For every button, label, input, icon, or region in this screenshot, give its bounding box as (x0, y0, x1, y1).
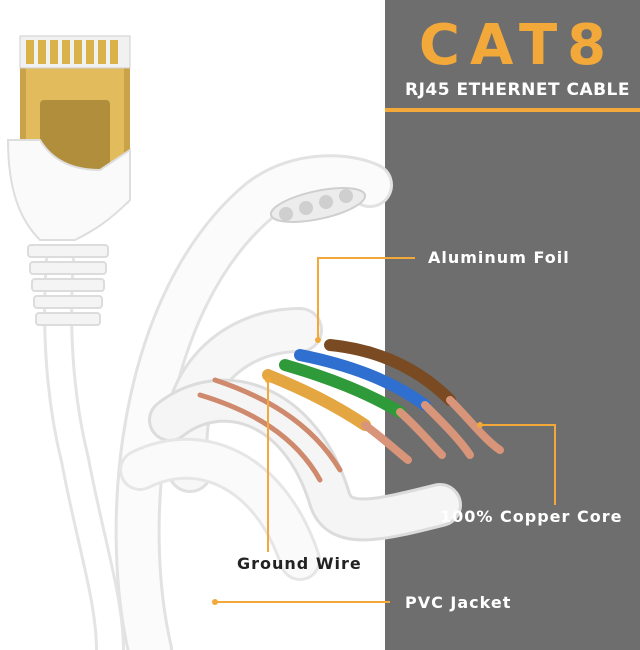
callout-lines (215, 257, 556, 603)
callout-copper-core: 100% Copper Core (440, 507, 623, 526)
rj45-connector-icon (6, 35, 131, 326)
callout-dots (212, 337, 483, 605)
cable-channel-holes (279, 189, 353, 221)
subtitle-divider (385, 108, 640, 112)
callout-pvc-jacket: PVC Jacket (405, 593, 512, 612)
product-subtitle: RJ45 ETHERNET CABLE (404, 80, 631, 100)
product-title: CAT8 (418, 13, 617, 78)
callout-aluminum-foil: Aluminum Foil (428, 248, 570, 267)
wire-pair-icon (197, 339, 504, 483)
callout-ground-wire: Ground Wire (237, 554, 362, 573)
